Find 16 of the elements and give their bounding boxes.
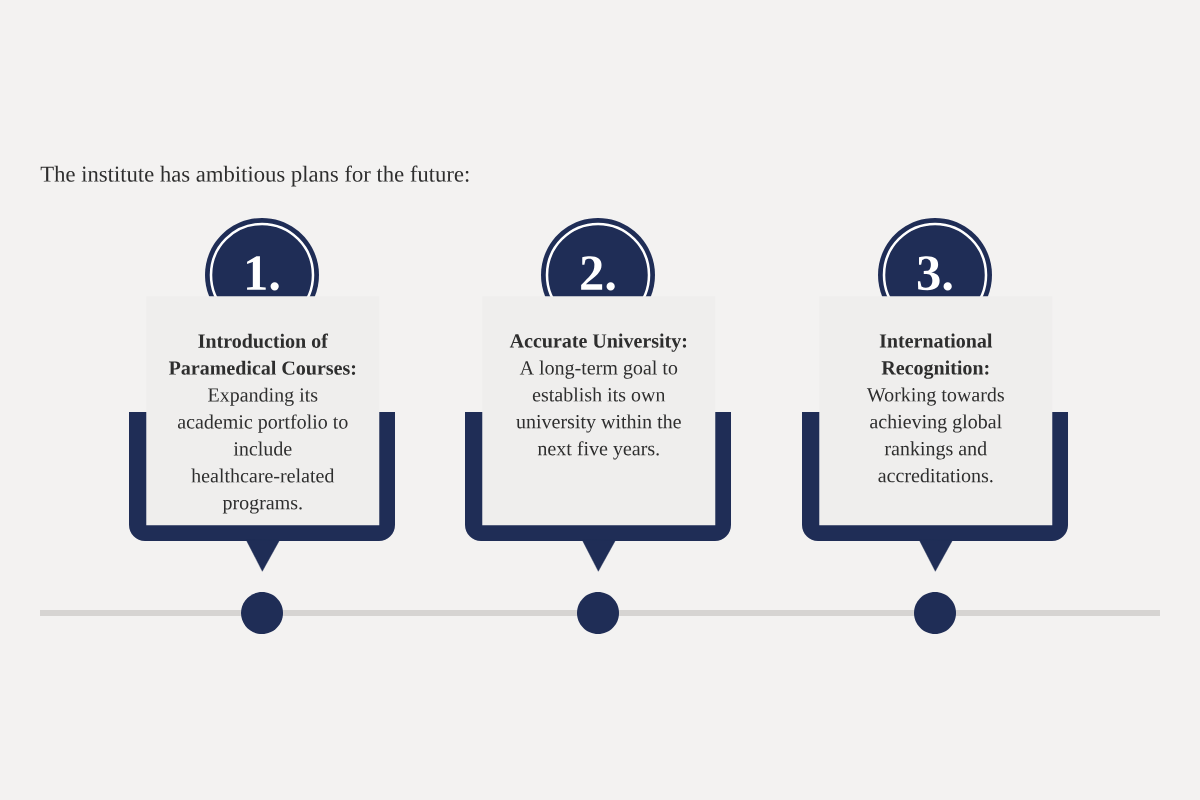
timeline-dot <box>241 592 283 634</box>
pointer-arrow <box>245 539 280 572</box>
node-label: Expanding its academic portfolio to include healthcare-related programs. <box>177 387 348 514</box>
node-label: Introduction of Paramedical Courses: <box>168 333 356 375</box>
heading: The institute has ambitious plans for the future: <box>40 165 469 187</box>
timeline-dot <box>577 592 619 634</box>
step-card: Introduction of Paramedical Courses: Expanding its academic portfolio to include healthcare-related programs. <box>129 296 395 541</box>
pointer-arrow <box>918 539 953 572</box>
timeline-dot <box>914 592 956 634</box>
node-label: Working towards achieving global rankings and accreditations. <box>866 387 1004 483</box>
node-label: A long-term goal to establish its own university within the next five years. <box>516 360 681 460</box>
pointer-arrow <box>581 539 616 572</box>
node-label: International Recognition: <box>879 333 993 379</box>
node-label: Accurate University: <box>509 333 687 352</box>
step-card: International Recognition: Working towards achieving global rankings and accreditations. <box>802 296 1068 541</box>
step-card: Accurate University: A long-term goal to establish its own university within the next five years. <box>465 296 731 541</box>
